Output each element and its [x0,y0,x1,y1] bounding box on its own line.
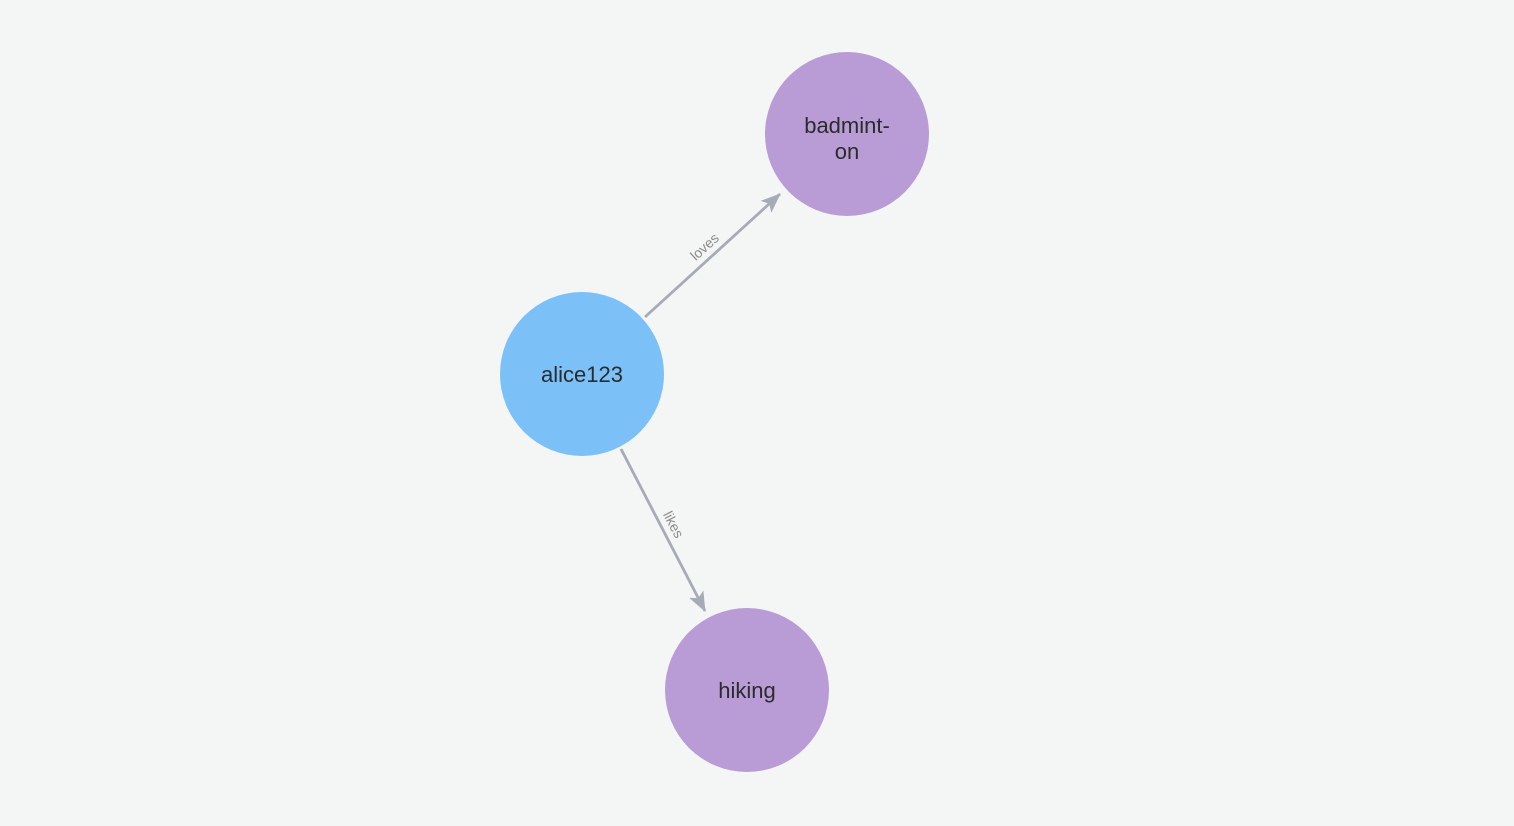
node-circle-hiking[interactable] [665,608,829,772]
node-alice123[interactable]: alice123 [500,292,664,456]
edge-line-likes[interactable] [619,448,707,612]
node-caption-badminton-line2: on [835,139,859,164]
node-circle-badminton[interactable] [765,52,929,216]
node-caption-badminton-line1: badmint- [804,113,890,138]
node-circle-alice123[interactable] [500,292,664,456]
node-caption-alice123: alice123 [541,362,623,387]
node-hiking[interactable]: hiking [665,608,829,772]
node-caption-hiking: hiking [718,678,775,703]
node-badminton[interactable]: badmint- on [765,52,929,216]
edge-line-loves[interactable] [644,192,781,319]
